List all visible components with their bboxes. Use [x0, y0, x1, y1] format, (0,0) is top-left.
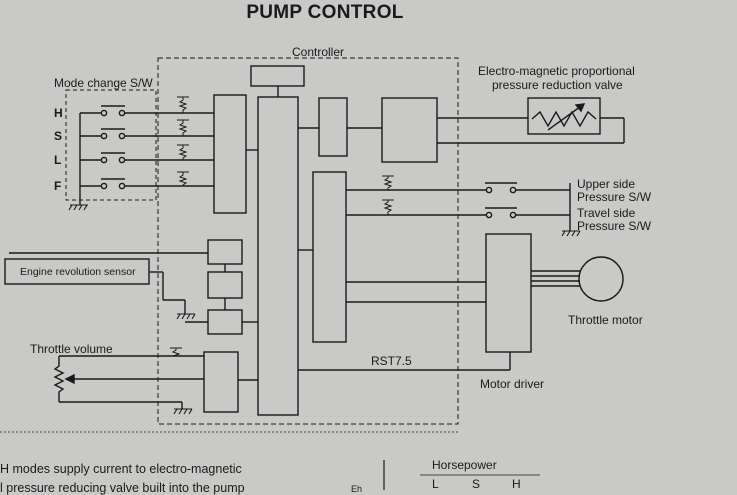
throttle-motor-symbol: [578, 256, 624, 302]
travel-switch-line1: Travel side: [577, 206, 636, 220]
top-small-block: [250, 65, 305, 87]
body-text-line1: H modes supply current to electro-magnet…: [0, 462, 242, 476]
pressure-input-block: [312, 171, 347, 343]
upper-switch-line2: Pressure S/W: [577, 190, 652, 204]
body-text-line2: l pressure reducing valve built into the…: [0, 481, 245, 495]
mode-h-label: H: [54, 106, 63, 120]
mode-l-label: L: [54, 153, 62, 167]
proportional-valve-symbol: [527, 97, 625, 143]
mode-switch-f: [80, 178, 150, 190]
signal-block-3: [207, 309, 243, 335]
motor-driver-block: [485, 233, 532, 353]
horsepower-col-s: S: [472, 477, 481, 491]
throttle-volume-block: [203, 351, 239, 413]
horsepower-col-h: H: [512, 477, 521, 491]
controller-boundary: [157, 57, 459, 425]
mode-switch-h: [80, 105, 150, 117]
valve-driver-block-1: [318, 97, 348, 157]
signal-block-1: [207, 239, 243, 265]
horsepower-title: Horsepower: [432, 458, 497, 472]
valve-label-line2: pressure reduction valve: [492, 78, 623, 92]
mode-switch-s: [80, 128, 150, 140]
mode-f-label: F: [54, 179, 62, 193]
valve-label-line1: Electro-magnetic proportional: [478, 64, 635, 78]
page-title: PUMP CONTROL: [246, 2, 404, 23]
cpu-block: [257, 96, 299, 416]
upper-switch-line1: Upper side: [577, 177, 636, 191]
pullup-pressure: [382, 175, 394, 215]
rst-label: RST7.5: [371, 354, 412, 368]
mode-switch-l: [80, 152, 150, 164]
signal-block-2: [207, 271, 243, 299]
valve-driver-block-2: [381, 97, 438, 163]
pressure-switches: [485, 182, 581, 237]
horsepower-left-fragment: Eh: [351, 484, 363, 494]
throttle-volume-label: Throttle volume: [30, 342, 113, 356]
mode-switches: [68, 105, 150, 211]
motor-driver-label: Motor driver: [480, 377, 545, 391]
throttle-motor-label: Throttle motor: [568, 313, 643, 327]
pullup-resistors: [177, 96, 189, 186]
mode-switch-box: [65, 89, 157, 201]
mode-switch-title: Mode change S/W: [54, 76, 153, 90]
horsepower-col-l: L: [432, 477, 439, 491]
ground-mode: [68, 204, 88, 211]
input-interface-block: [213, 94, 247, 214]
engine-sensor-label: Engine revolution sensor: [20, 266, 136, 278]
travel-switch-line2: Pressure S/W: [577, 219, 652, 233]
mode-s-label: S: [54, 129, 63, 143]
controller-label: Controller: [292, 45, 345, 59]
